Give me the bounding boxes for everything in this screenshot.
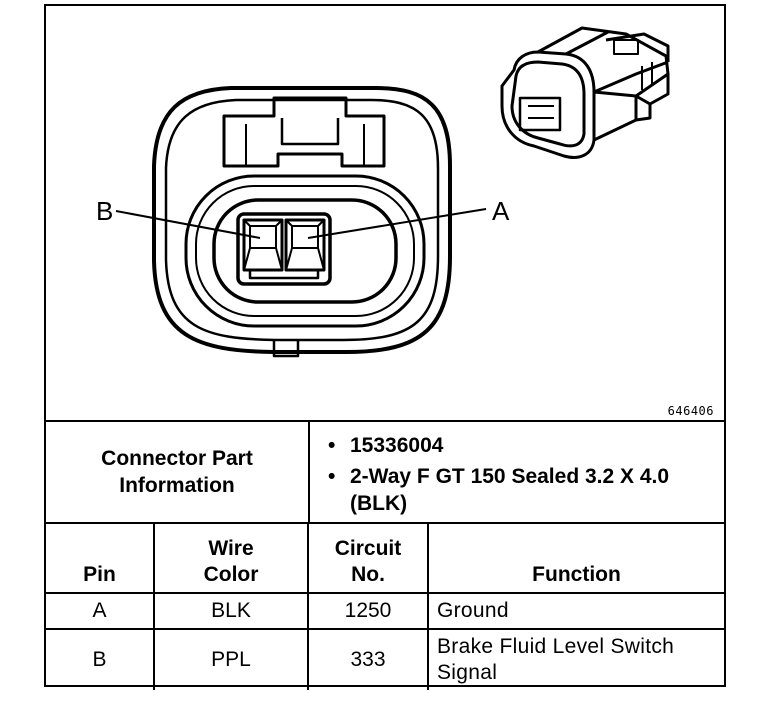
connector-housing-inner — [164, 98, 440, 342]
connector-description: 2-Way F GT 150 Sealed 3.2 X 4.0 (BLK) — [350, 465, 670, 515]
circuit-cell: 1250 — [307, 592, 429, 630]
pin-label-a: A — [492, 196, 510, 226]
pin-cell: A — [46, 592, 155, 630]
pin-label-b: B — [96, 196, 114, 226]
connector-face-svg — [115, 26, 670, 358]
circuit-cell: 333 — [307, 628, 429, 690]
table-row: A BLK 1250 Ground — [46, 592, 724, 630]
table-row: B PPL 333 Brake Fluid Level Switch Signa… — [46, 628, 724, 690]
connector-housing-outline — [152, 86, 452, 354]
leader-line-a — [307, 208, 487, 239]
pin-table-header: Pin Wire Color Circuit No. Function — [46, 524, 724, 594]
function-cell: Brake Fluid Level Switch Signal — [427, 628, 724, 690]
cavity-b — [242, 218, 284, 272]
latch-outline — [222, 96, 386, 168]
connector-info-title: Connector Part Information — [46, 422, 310, 522]
header-pin: Pin — [46, 524, 155, 594]
connector-info-item: • 2-Way F GT 150 Sealed 3.2 X 4.0 (BLK) — [328, 463, 718, 517]
seal-ring-inner — [212, 198, 398, 304]
pin-table: Pin Wire Color Circuit No. Function A BL… — [46, 524, 724, 690]
connector-drawing: B A 646406 — [46, 6, 724, 422]
bullet-icon: • — [328, 465, 336, 488]
wire-color-cell: PPL — [153, 628, 309, 690]
connector-isometric-view — [500, 26, 670, 159]
header-circuit-no: Circuit No. — [307, 524, 429, 594]
connector-sheet: B A 646406 Connector Part Information • … — [44, 4, 726, 690]
part-number: 15336004 — [350, 434, 444, 457]
leader-line-b — [115, 210, 261, 239]
cavity-block — [236, 212, 332, 286]
connector-info-list: • 15336004 • 2-Way F GT 150 Sealed 3.2 X… — [328, 432, 718, 521]
header-wire-color: Wire Color — [153, 524, 309, 594]
figure-number: 646406 — [667, 404, 714, 418]
pin-cell: B — [46, 628, 155, 690]
header-function: Function — [427, 524, 724, 594]
cavity-a — [284, 218, 326, 272]
connector-part-information: Connector Part Information • 15336004 • … — [46, 422, 724, 524]
seal-ring-outer — [184, 174, 426, 328]
wire-color-cell: BLK — [153, 592, 309, 630]
connector-info-item: • 15336004 — [328, 432, 718, 459]
bullet-icon: • — [328, 434, 336, 457]
function-cell: Ground — [427, 592, 724, 630]
seal-ring-middle — [195, 185, 415, 317]
